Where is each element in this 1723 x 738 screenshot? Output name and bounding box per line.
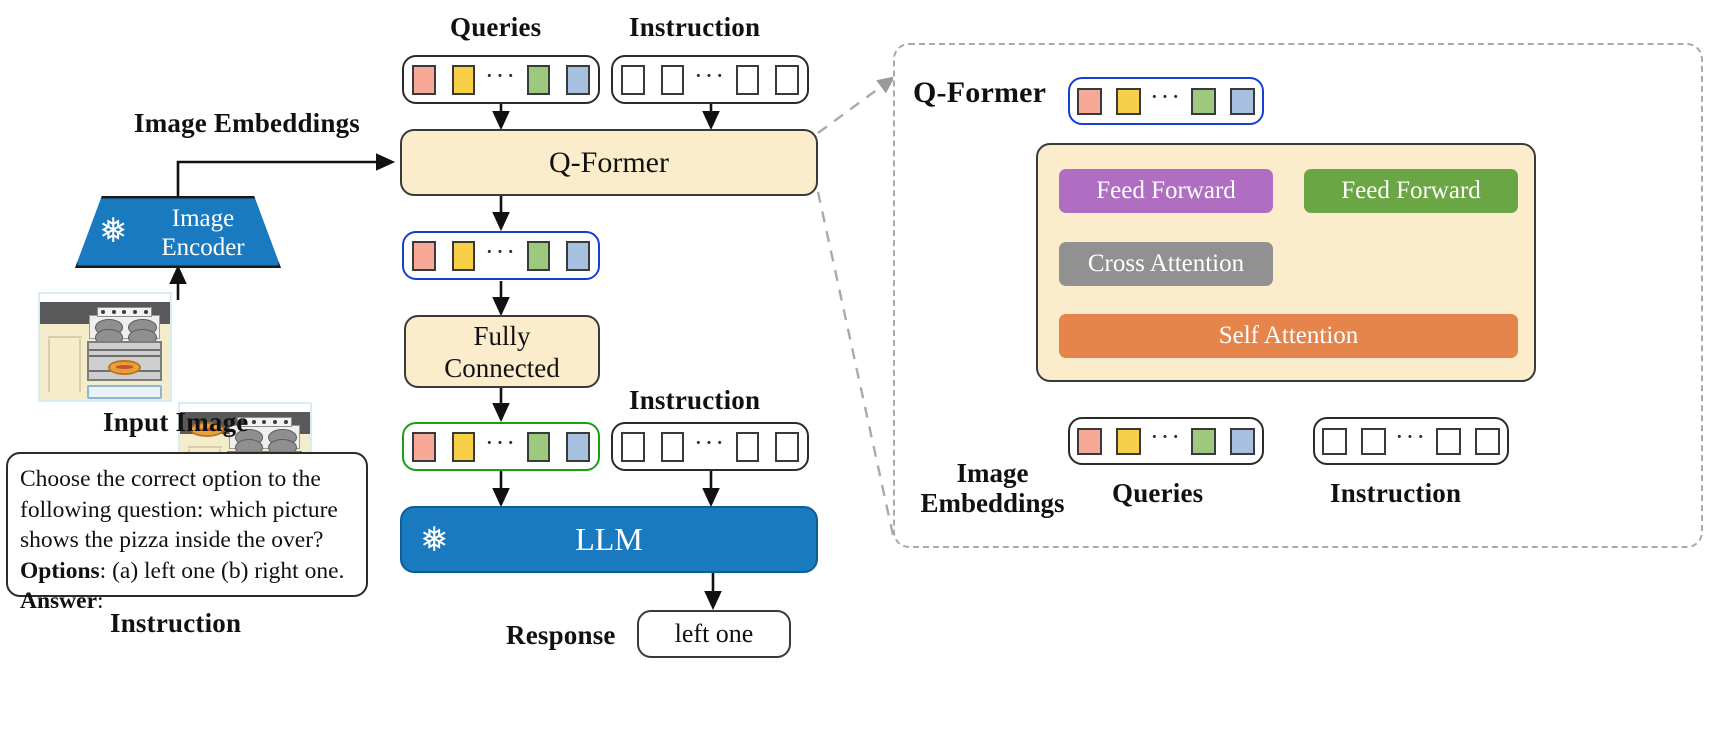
ellipsis: ··· [485, 60, 517, 90]
instruction-label-left: Instruction [110, 608, 242, 638]
thumbnail-pizza-in-oven[interactable] [38, 292, 172, 402]
response-value-box[interactable]: left one [637, 610, 791, 658]
instruction-token-1 [1322, 427, 1347, 455]
output-token-1 [412, 240, 436, 271]
instruction-label-mid-center: Instruction [629, 385, 761, 415]
pizza-icon [190, 422, 225, 437]
instruction-label-top-center: Instruction [629, 12, 761, 42]
prompt-line-2: following question: which picture [20, 496, 338, 523]
ellipsis: ··· [485, 427, 517, 457]
ellipsis: ··· [694, 60, 726, 90]
self-attention-label: Self Attention [1218, 322, 1359, 349]
response-value: left one [674, 619, 754, 648]
projected-token-strip[interactable]: ··· [402, 422, 600, 471]
query-token-4 [1229, 427, 1255, 455]
instruction-token-strip-right[interactable]: ··· [1313, 417, 1509, 465]
feed-forward-left-block[interactable]: Feed Forward [1059, 169, 1273, 213]
image-embeddings-label: Image Embeddings [134, 108, 360, 138]
prompt-line-1: Choose the correct option to the [20, 466, 321, 492]
output-token-4 [566, 240, 590, 271]
answer-key: Answer [20, 588, 98, 614]
output-token-2 [1116, 87, 1141, 115]
input-image-label: Input Image [103, 407, 249, 437]
query-token-4 [566, 64, 590, 95]
query-token-2 [1116, 427, 1141, 455]
options-value: : (a) left one (b) right one. [99, 557, 345, 584]
image-embeddings-line2: Embeddings [920, 488, 1065, 518]
query-token-3 [526, 64, 551, 95]
fully-connected-label-line2: Connected [444, 352, 560, 383]
output-token-3 [526, 240, 551, 271]
instruction-token-3 [735, 64, 760, 95]
query-token-3 [1190, 427, 1216, 455]
pizza-icon [107, 359, 142, 375]
queries-token-strip-right[interactable]: ··· [1068, 417, 1264, 465]
qformer-output-token-strip[interactable]: ··· [402, 231, 600, 280]
snowflake-icon: ❅ [420, 522, 449, 559]
instruction-token-strip-top[interactable]: ··· [611, 55, 809, 104]
instruction-token-2 [660, 64, 684, 95]
image-encoder-label-line2: Encoder [161, 234, 245, 261]
self-attention-block[interactable]: Self Attention [1059, 314, 1518, 358]
ellipsis: ··· [1395, 422, 1427, 451]
projected-token-3 [526, 431, 551, 462]
instruction-token-2 [660, 431, 684, 462]
feed-forward-right-block[interactable]: Feed Forward [1304, 169, 1518, 213]
instruction-token-strip-mid[interactable]: ··· [611, 422, 809, 471]
instruction-prompt-card: Choose the correct option to the followi… [6, 452, 368, 614]
queries-token-strip-center[interactable]: ··· [402, 55, 600, 104]
instruction-token-3 [1435, 427, 1461, 455]
feed-forward-right-label: Feed Forward [1341, 177, 1481, 204]
qformer-label: Q-Former [549, 145, 669, 179]
instruction-label-right: Instruction [1330, 478, 1462, 508]
instruction-token-4 [775, 64, 799, 95]
projected-token-2 [451, 431, 475, 462]
output-token-4 [1229, 87, 1255, 115]
ellipsis: ··· [1150, 82, 1182, 111]
query-token-1 [412, 64, 436, 95]
instruction-token-2 [1361, 427, 1386, 455]
fully-connected-label-line1: Fully [473, 320, 531, 351]
instruction-token-1 [621, 431, 645, 462]
cross-attention-label: Cross Attention [1087, 250, 1245, 277]
feed-forward-left-label: Feed Forward [1096, 177, 1236, 204]
ellipsis: ··· [1150, 422, 1182, 451]
qformer-panel-title: Q-Former [913, 76, 1047, 109]
output-token-2 [451, 240, 475, 271]
ellipsis: ··· [485, 236, 517, 266]
query-token-2 [451, 64, 475, 95]
output-token-3 [1190, 87, 1216, 115]
instruction-token-4 [1474, 427, 1500, 455]
projected-token-1 [412, 431, 436, 462]
prompt-line-3: shows the pizza inside the over? [20, 527, 324, 553]
image-embeddings-label-right: Image Embeddings [905, 458, 1080, 518]
image-encoder-label-line1: Image [171, 205, 235, 232]
instruction-token-4 [775, 431, 799, 462]
qformer-detail-output-strip[interactable]: ··· [1068, 77, 1264, 125]
response-label: Response [506, 620, 616, 650]
prompt-options-line: Options: (a) left one (b) right one. [20, 556, 354, 587]
queries-label-center: Queries [450, 12, 542, 42]
ellipsis: ··· [694, 427, 726, 457]
qformer-block[interactable]: Q-Former [400, 129, 818, 196]
instruction-token-3 [735, 431, 760, 462]
answer-value: : [97, 588, 104, 614]
llm-block[interactable]: ❅ LLM [400, 506, 818, 573]
queries-label-right: Queries [1112, 478, 1204, 508]
llm-label: LLM [575, 521, 643, 557]
prompt-answer-line: Answer: [20, 586, 354, 617]
query-token-1 [1077, 427, 1102, 455]
instruction-token-1 [621, 64, 645, 95]
image-encoder-block[interactable]: ❅ Image Encoder [75, 196, 281, 268]
fully-connected-block[interactable]: Fully Connected [404, 315, 600, 388]
projected-token-4 [566, 431, 590, 462]
cross-attention-block[interactable]: Cross Attention [1059, 242, 1273, 286]
output-token-1 [1077, 87, 1102, 115]
snowflake-icon: ❅ [99, 213, 128, 250]
image-embeddings-line1: Image [956, 458, 1029, 488]
options-key: Options [20, 557, 100, 584]
